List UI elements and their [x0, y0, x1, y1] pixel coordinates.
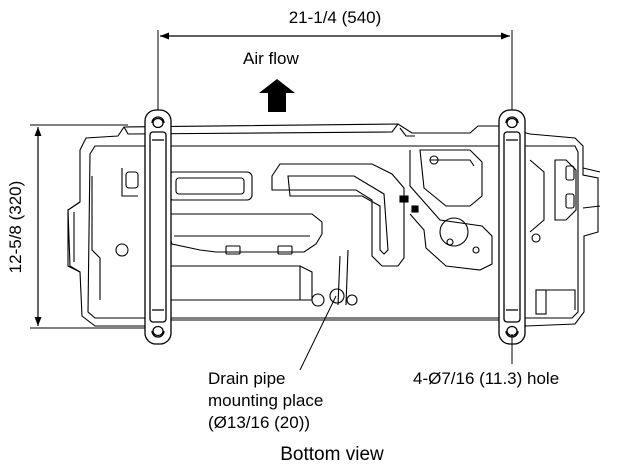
airflow-indicator: Air flow [243, 49, 299, 112]
drain-hole-left [311, 293, 325, 307]
mounting-hole-top-right [506, 117, 518, 129]
drain-hole-right [329, 288, 345, 304]
mounting-hole-bottom-left [152, 325, 164, 337]
unit-outline [67, 123, 599, 327]
drain-label-line2: mounting place [208, 391, 323, 410]
hole-label: 4-Ø7/16 (11.3) hole [413, 369, 559, 388]
width-dimension: 21-1/4 (540) [157, 8, 513, 120]
mounting-hole-top-left [152, 117, 164, 129]
drain-label-line1: Drain pipe [208, 369, 286, 388]
airflow-arrow-icon [259, 79, 295, 112]
drain-label-line3: (Ø13/16 (20)) [208, 413, 310, 432]
drain-callout: Drain pipe mounting place (Ø13/16 (20)) [208, 295, 337, 432]
left-mounting-bracket [144, 109, 172, 345]
hole-callout: 4-Ø7/16 (11.3) hole [413, 334, 559, 388]
airflow-label: Air flow [243, 49, 299, 68]
view-caption: Bottom view [280, 444, 384, 465]
width-label: 21-1/4 (540) [289, 8, 382, 27]
right-duct-round [439, 217, 469, 247]
drain-leader-line [299, 295, 337, 371]
height-dimension: 12-5/8 (320) [6, 124, 150, 329]
right-mounting-bracket [498, 109, 526, 345]
height-label: 12-5/8 (320) [6, 181, 25, 274]
unit-body [67, 123, 601, 327]
